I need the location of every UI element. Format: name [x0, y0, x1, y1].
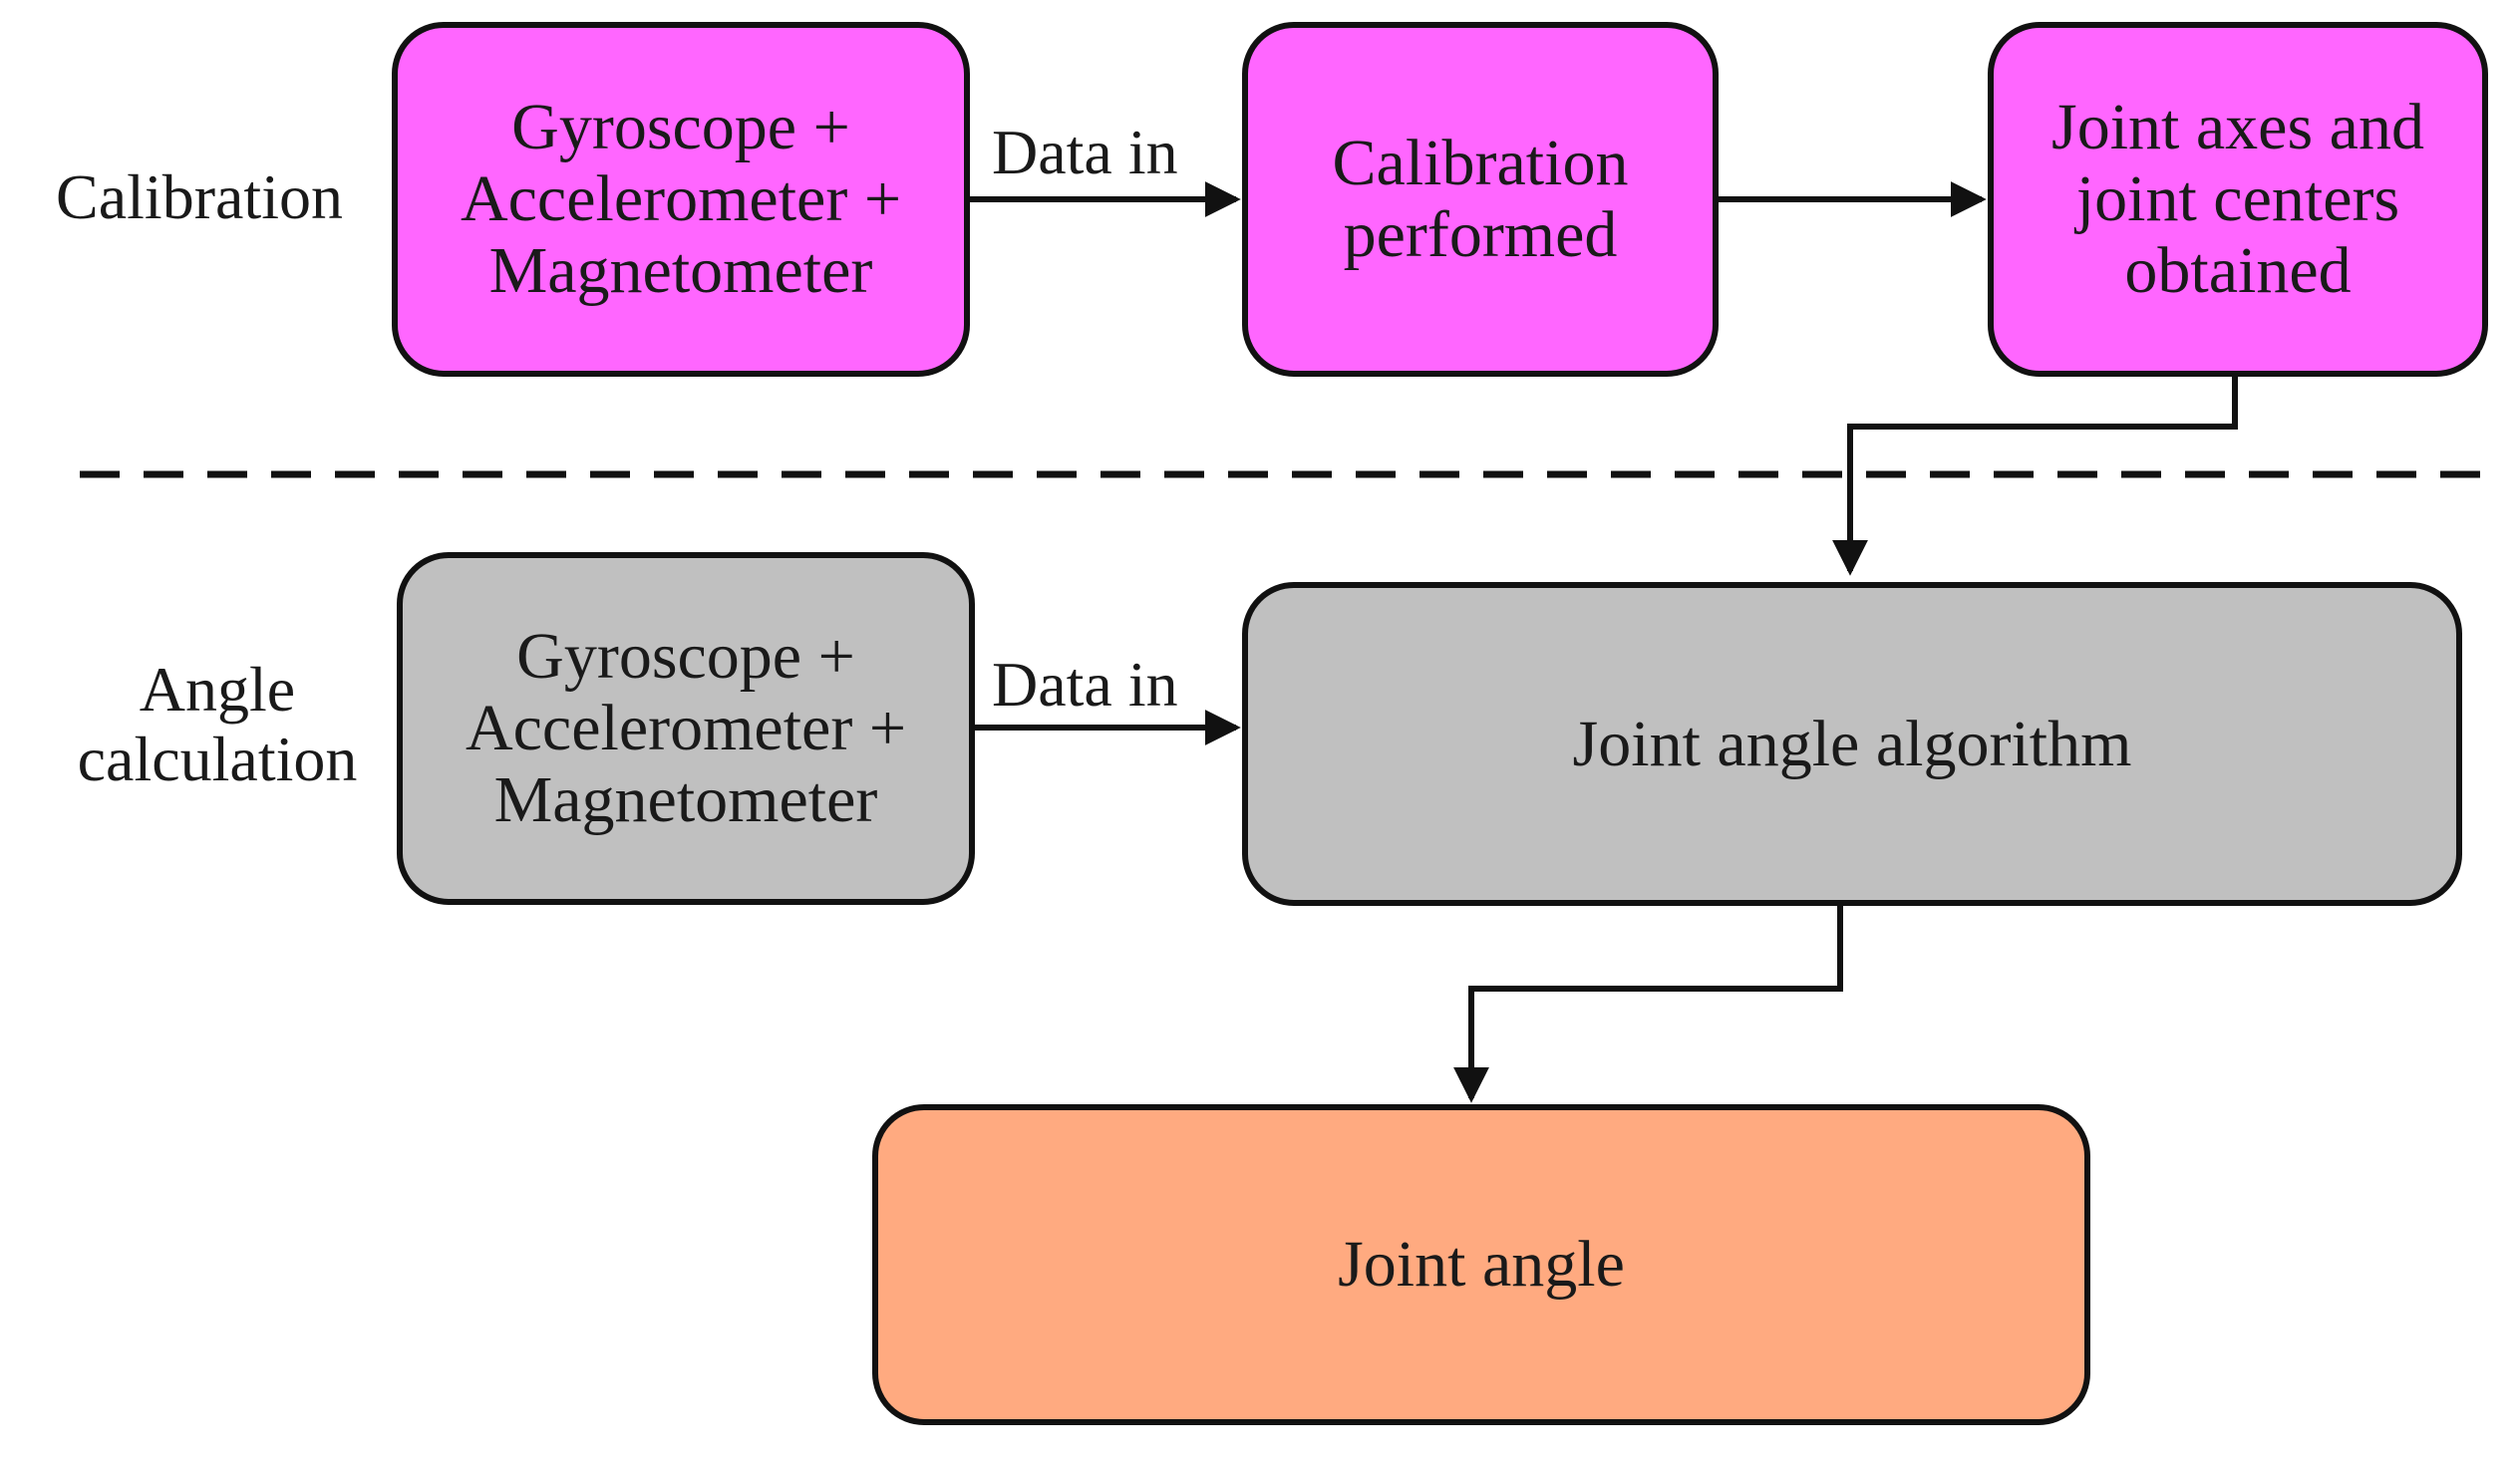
node-joint-axes-centers-label: Joint axes and joint centers obtained	[2051, 91, 2424, 307]
arrow-joint-axes-to-algorithm	[1832, 377, 2238, 576]
edge-label-cal-data-in: Data in	[992, 117, 1178, 187]
node-calibration-performed: Calibration performed	[1242, 22, 1719, 377]
node-joint-angle-algorithm: Joint angle algorithm	[1242, 582, 2462, 906]
node-angle-sensors-label: Gyroscope + Accelerometer + Magnetometer	[465, 620, 907, 836]
node-joint-angle-output-label: Joint angle	[1338, 1228, 1625, 1301]
node-joint-angle-output: Joint angle	[872, 1104, 2090, 1425]
node-joint-axes-centers: Joint axes and joint centers obtained	[1988, 22, 2488, 377]
node-calibration-sensors: Gyroscope + Accelerometer + Magnetometer	[392, 22, 970, 377]
edge-label-angle-data-in: Data in	[992, 649, 1178, 720]
node-calibration-sensors-label: Gyroscope + Accelerometer + Magnetometer	[460, 91, 902, 307]
arrow-algorithm-to-joint-angle	[1453, 904, 1843, 1103]
row-label-angle-calculation: Angle calculation	[77, 654, 358, 794]
node-angle-sensors: Gyroscope + Accelerometer + Magnetometer	[397, 552, 975, 905]
row-label-calibration: Calibration	[56, 161, 343, 232]
node-joint-angle-algorithm-label: Joint angle algorithm	[1572, 707, 2132, 780]
node-calibration-performed-label: Calibration performed	[1332, 127, 1629, 271]
